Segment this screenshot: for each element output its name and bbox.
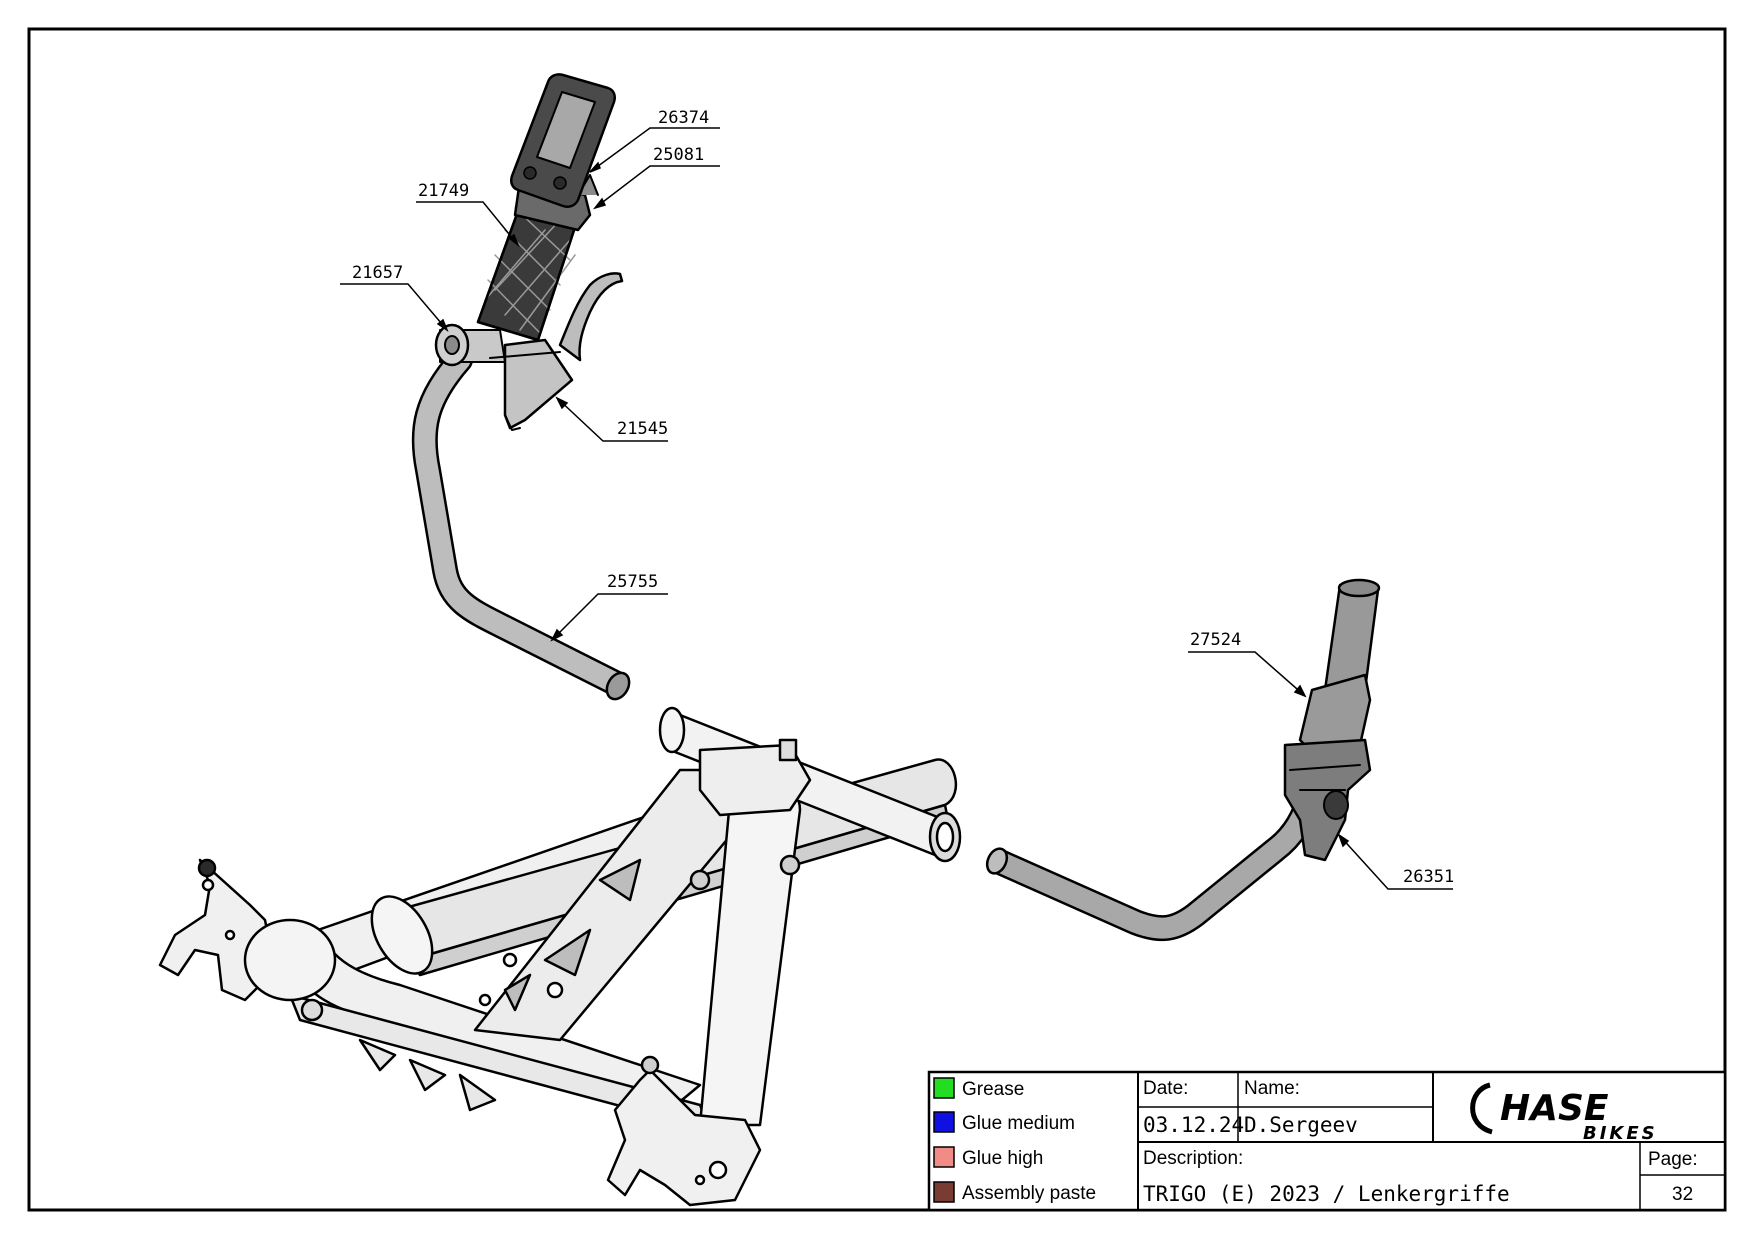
brake-lever [558, 272, 624, 362]
left-tube-end [605, 671, 631, 701]
sheet-border [27, 27, 1727, 1212]
callout-label-25081: 25081 [653, 145, 704, 165]
callout-21657: 21657 [340, 263, 449, 332]
callout-label-26351: 26351 [1403, 867, 1454, 887]
name-value: D.Sergeev [1244, 1113, 1358, 1137]
logo-bikes: BIKES [1583, 1123, 1658, 1144]
callouts: 26374 25081 21749 21657 21545 [340, 108, 1454, 890]
legend-item-grease: Grease [933, 1077, 1024, 1100]
frame [158, 706, 962, 1207]
legend-label: Glue medium [962, 1113, 1075, 1134]
callout-21749: 21749 [416, 181, 520, 248]
callout-label-21545: 21545 [617, 419, 668, 439]
legend-label: Glue high [962, 1148, 1043, 1169]
callout-label-21749: 21749 [418, 181, 469, 201]
frame-loop [243, 918, 337, 1002]
logo-hase: HASE [1500, 1088, 1609, 1129]
page-label: Page: [1648, 1149, 1698, 1170]
left-handlebar-assembly [411, 73, 631, 701]
callout-label-21657: 21657 [352, 263, 403, 283]
callout-27524: 27524 [1188, 630, 1307, 698]
right-grip [1323, 583, 1380, 692]
callout-26374: 26374 [589, 108, 720, 173]
legend-item-glue-medium: Glue medium [933, 1111, 1075, 1134]
legend-item-assembly-paste: Assembly paste [933, 1181, 1096, 1204]
date-label: Date: [1143, 1078, 1188, 1099]
callout-25755: 25755 [550, 572, 668, 642]
description-label: Description: [1143, 1148, 1243, 1169]
name-label: Name: [1244, 1078, 1300, 1099]
description-value: TRIGO (E) 2023 / Lenkergriffe [1143, 1182, 1510, 1206]
right-handlebar-assembly [985, 578, 1381, 942]
title-block: Grease Glue medium Glue high Assembly pa… [927, 1070, 1727, 1212]
legend: Grease Glue medium Glue high Assembly pa… [933, 1077, 1096, 1204]
callout-21545: 21545 [555, 396, 668, 442]
legend-label: Assembly paste [962, 1183, 1096, 1204]
callout-label-26374: 26374 [658, 108, 709, 128]
date-value: 03.12.24 [1143, 1113, 1244, 1137]
display-screen [536, 91, 596, 169]
legend-item-glue-high: Glue high [933, 1146, 1043, 1169]
callout-label-27524: 27524 [1190, 630, 1241, 650]
page-value: 32 [1672, 1184, 1693, 1205]
callout-label-25755: 25755 [607, 572, 658, 592]
legend-label: Grease [962, 1079, 1024, 1100]
callout-26351: 26351 [1337, 833, 1454, 890]
hase-bikes-logo: HASE BIKES [1470, 1082, 1658, 1144]
callout-25081: 25081 [592, 145, 720, 210]
